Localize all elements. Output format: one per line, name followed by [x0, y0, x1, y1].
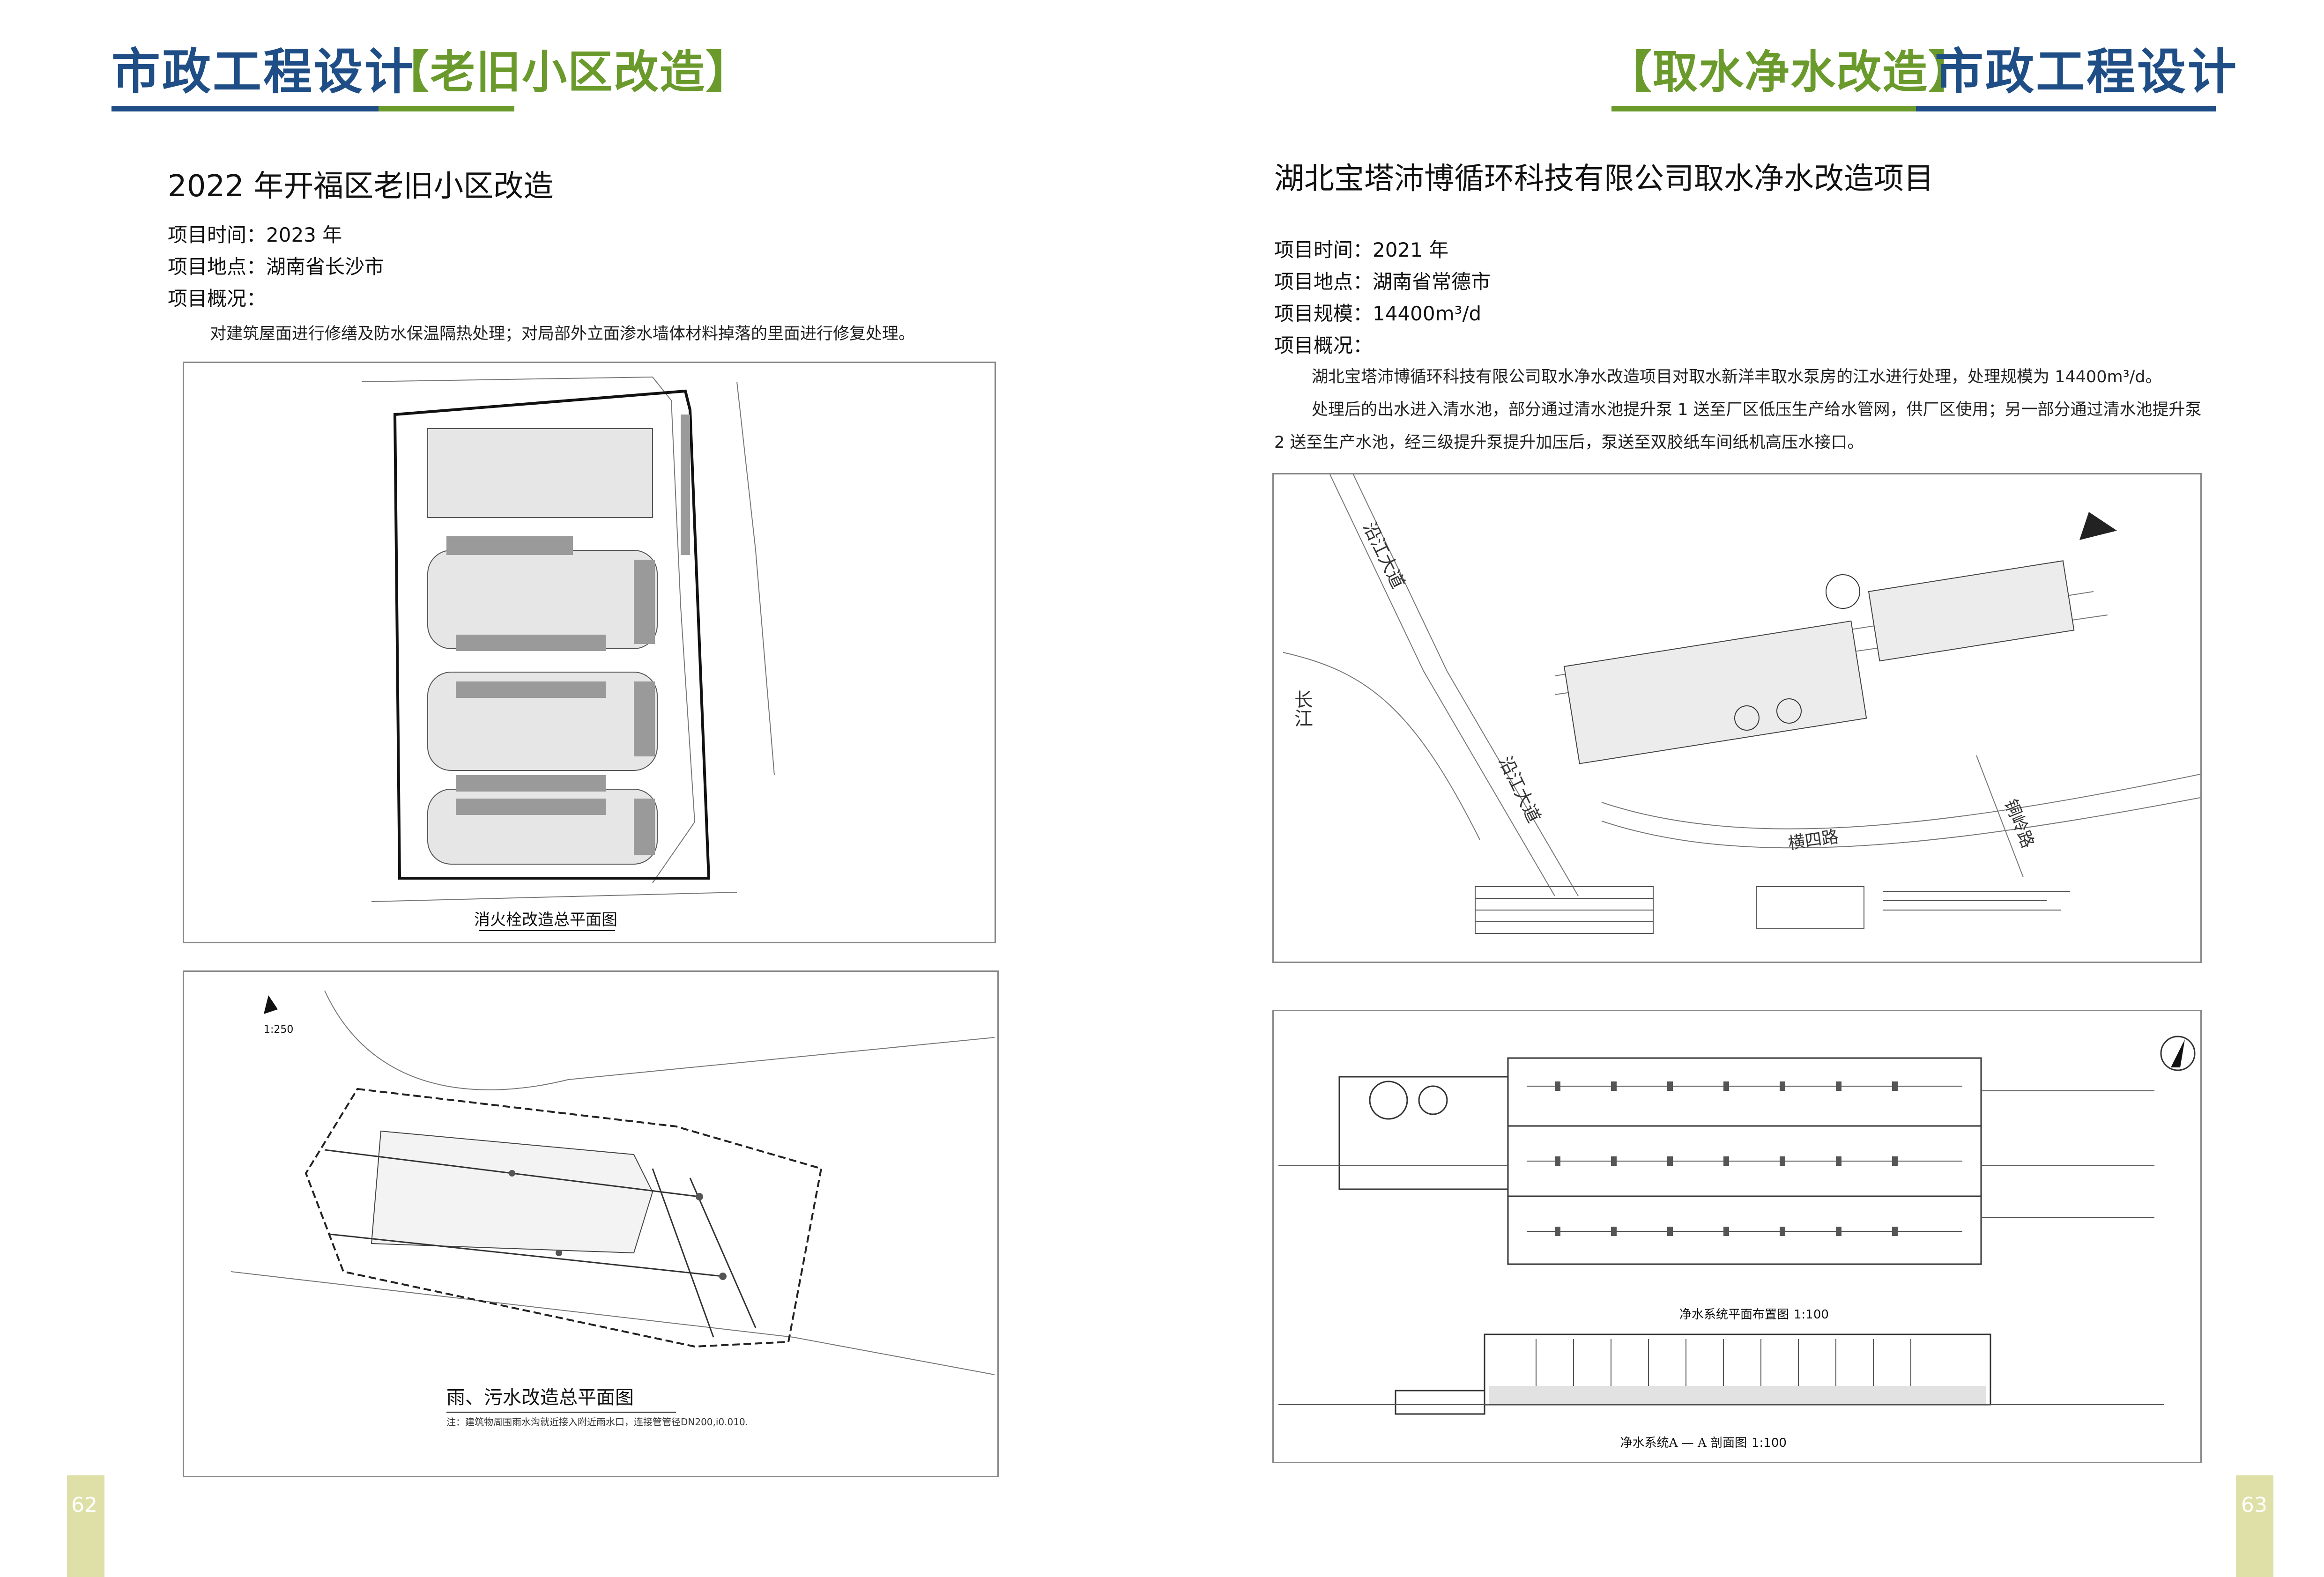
- right-header-tag: 【取水净水改造】: [1607, 46, 1974, 98]
- right-page-number: 63: [2241, 1493, 2267, 1517]
- left-project-time: 项目时间：2023 年: [168, 223, 342, 246]
- plan-caption: 净水系统平面布置图: [1679, 1308, 1789, 1322]
- map-label-road3: 横四路: [1787, 827, 1840, 853]
- map-label-road2: 沿江大道: [1495, 753, 1544, 826]
- right-overview-p1: 湖北宝塔沛博循环科技有限公司取水净水改造项目对取水新洋丰取水泵房的江水进行处理，…: [1312, 368, 2162, 386]
- map-label-road4: 铜岭路: [2001, 797, 2037, 851]
- left-project-overview-label: 项目概况：: [168, 287, 267, 310]
- figure2-caption: 雨、污水改造总平面图: [446, 1387, 634, 1408]
- right-project-scale: 项目规模：14400m³/d: [1274, 302, 1482, 325]
- left-header-rule-green: [379, 106, 514, 111]
- left-header-title: 市政工程设计: [111, 43, 416, 100]
- right-project-meta: 项目时间：2021 年 项目地点：湖南省常德市 项目规模：14400m³/d 项…: [1274, 234, 1491, 362]
- right-overview-p2: 处理后的出水进入清水池，部分通过清水池提升泵 1 送至厂区低压生产给水管网，供厂…: [1274, 400, 2202, 452]
- left-figure-hydrant-plan: 消火栓改造总平面图: [183, 362, 996, 943]
- right-project-time: 项目时间：2021 年: [1274, 238, 1449, 261]
- figure1-caption: 消火栓改造总平面图: [474, 911, 617, 929]
- left-page-tab: [67, 1475, 104, 1577]
- right-header-rule-green: [1611, 106, 1916, 111]
- right-header-rule-blue: [1916, 106, 2216, 111]
- hydrant-plan-drawing: 消火栓改造总平面图: [362, 376, 775, 931]
- right-project-title: 湖北宝塔沛博循环科技有限公司取水净水改造项目: [1274, 162, 1934, 196]
- figure2-scale: 1:250: [264, 1024, 293, 1036]
- map-label-road1: 沿江大道: [1359, 519, 1409, 592]
- section-caption: 净水系统A — A 剖面图: [1620, 1436, 1747, 1450]
- left-page-number: 62: [71, 1493, 97, 1517]
- section-scale: 1:100: [1752, 1436, 1787, 1450]
- right-figure-purification-plan: 净水系统平面布置图 1:100 净水系统A — A 剖面图 1:100: [1272, 1010, 2202, 1463]
- drainage-plan-drawing: 1:250 雨、污水改造总平面图 注：建筑物周围雨水沟就近接入附近雨水口，连接管…: [230, 990, 995, 1428]
- right-header-title: 市政工程设计: [1935, 43, 2239, 100]
- left-project-location: 项目地点：湖南省长沙市: [168, 255, 385, 278]
- plan-scale: 1:100: [1794, 1308, 1829, 1322]
- right-figure-site-map: 沿江大道 沿江大道 横四路 铜岭路 长江: [1272, 473, 2202, 963]
- left-project-title: 2022 年开福区老旧小区改造: [168, 169, 554, 204]
- map-label-river: 长江: [1291, 690, 1313, 727]
- right-project-overview-label: 项目概况：: [1274, 334, 1373, 357]
- site-map-drawing: 沿江大道 沿江大道 横四路 铜岭路 长江: [1283, 474, 2200, 934]
- left-header-tag: 【老旧小区改造】: [384, 46, 751, 98]
- left-figure-drainage-plan: 1:250 雨、污水改造总平面图 注：建筑物周围雨水沟就近接入附近雨水口，连接管…: [183, 970, 999, 1477]
- right-project-location: 项目地点：湖南省常德市: [1274, 270, 1491, 293]
- right-page-tab: [2236, 1475, 2273, 1577]
- figure2-note: 注：建筑物周围雨水沟就近接入附近雨水口，连接管管径DN200,i0.010.: [446, 1416, 748, 1428]
- left-header-rule-blue: [111, 106, 379, 111]
- left-project-meta: 项目时间：2023 年 项目地点：湖南省长沙市 项目概况：: [168, 219, 384, 315]
- left-overview-text: 对建筑屋面进行修缮及防水保温隔热处理；对局部外立面渗水墙体材料掉落的里面进行修复…: [210, 325, 915, 343]
- purification-plan-drawing: 净水系统平面布置图 1:100 净水系统A — A 剖面图 1:100: [1278, 1036, 2196, 1450]
